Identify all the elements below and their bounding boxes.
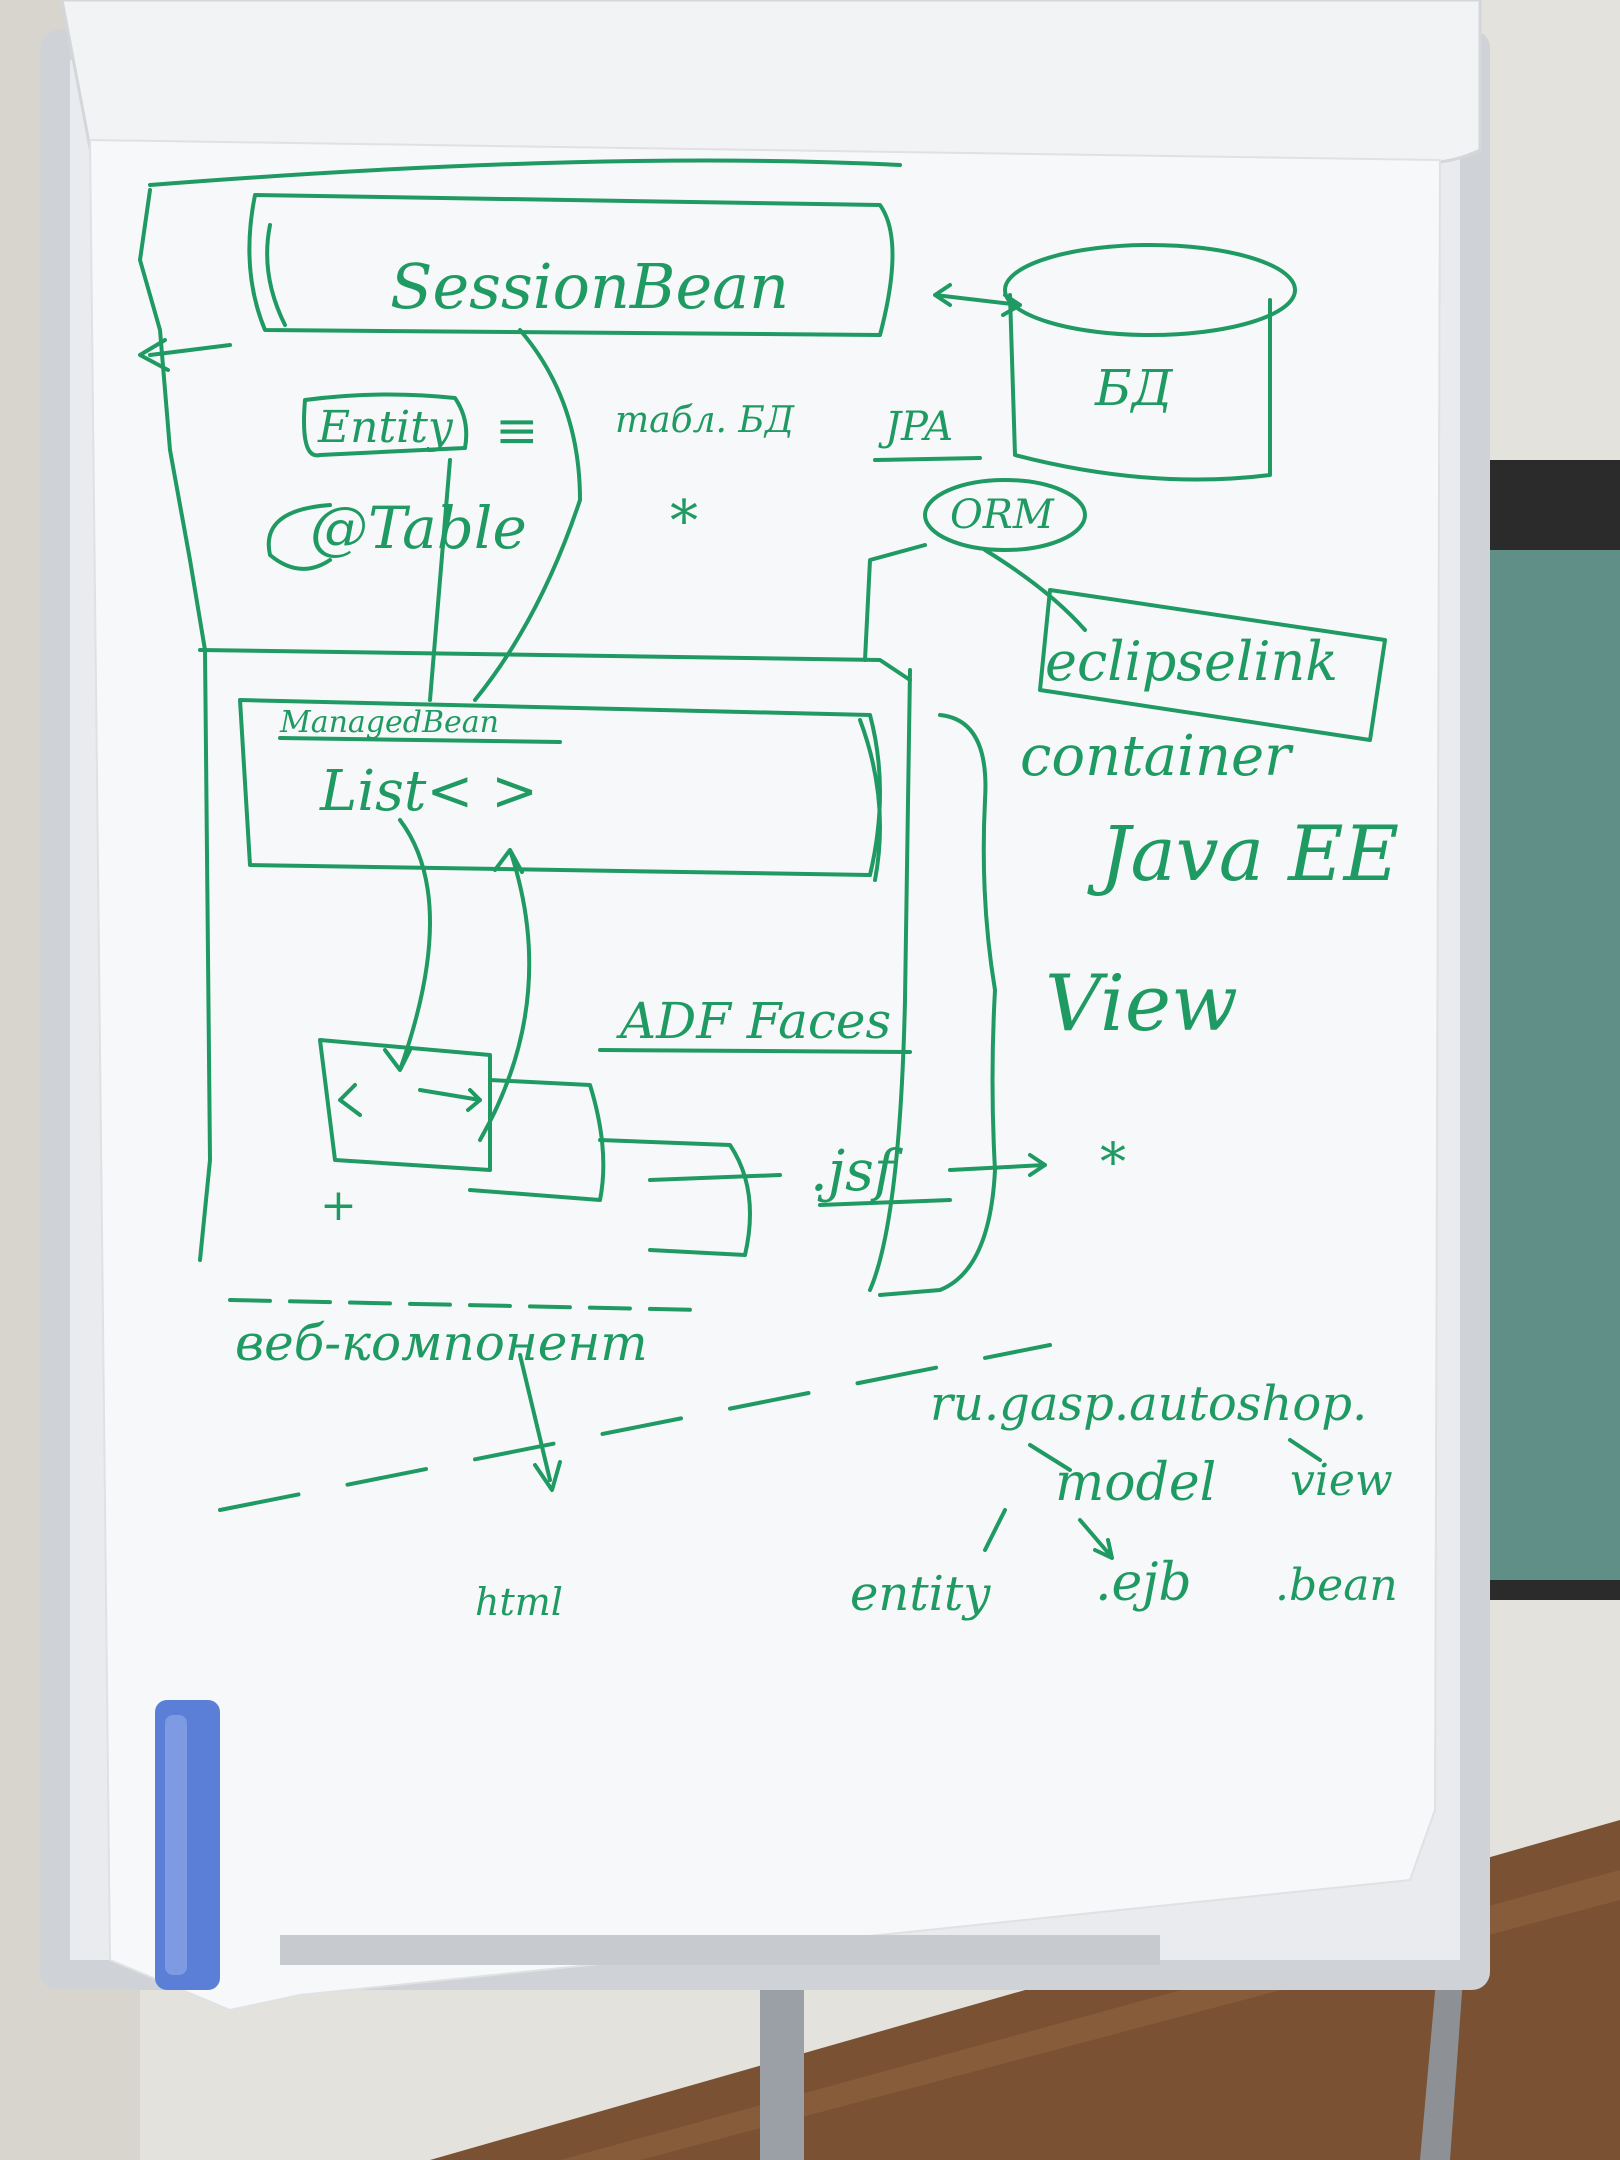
- view-page-arrow: [338, 1083, 362, 1117]
- label-list: List< >: [319, 759, 538, 824]
- label-plus: +: [320, 1180, 357, 1231]
- line-session-managed: [473, 328, 582, 702]
- line-orm-eclipselink: [983, 548, 1087, 632]
- ink-strokes: [138, 158, 1387, 1560]
- label-container: container: [1020, 724, 1294, 789]
- easel-tray: [280, 1935, 1160, 1965]
- label-at-table: @Table: [310, 494, 527, 562]
- jsf-arrow: [648, 1153, 1047, 1182]
- eclipselink-box: [1038, 588, 1387, 742]
- managed-bean-underline: [278, 736, 562, 744]
- label-star-mid: *: [1100, 1133, 1126, 1193]
- adf-underline: [598, 1048, 912, 1054]
- label-ejb: .ejb: [1095, 1553, 1192, 1613]
- label-database: БД: [1094, 359, 1174, 417]
- label-bean: .bean: [1275, 1560, 1398, 1611]
- tree-arrow-entity: [983, 1508, 1007, 1552]
- divider-dashed-1: [228, 1298, 702, 1312]
- arrow-left-session: [138, 338, 232, 372]
- orm-ellipse: [923, 478, 1087, 552]
- session-bean-box: [247, 193, 895, 337]
- tree-arrow-model: [1028, 1443, 1072, 1472]
- tree-arrow-ejb: [1078, 1518, 1114, 1560]
- line-entity-managed: [428, 458, 452, 702]
- label-table-db: табл. БД: [615, 400, 795, 441]
- label-eclipselink: eclipselink: [1045, 630, 1338, 693]
- at-table-loop: [266, 503, 332, 571]
- arrow-view-list: [478, 848, 532, 1142]
- db-cylinder-body: [1008, 293, 1272, 482]
- session-bean-box-inner: [265, 223, 287, 327]
- label-orm: ORM: [950, 492, 1055, 538]
- label-entity-pkg: entity: [850, 1566, 991, 1622]
- label-jpa: JPA: [878, 404, 953, 450]
- view-brace: [878, 713, 997, 1297]
- container-right-line: [868, 668, 912, 1292]
- tree-arrow-view: [1288, 1438, 1322, 1462]
- easel-pole: [760, 1960, 804, 2160]
- marker-clip: [155, 1700, 220, 1990]
- line-orm-left: [863, 543, 927, 662]
- side-board-surface: [1485, 550, 1620, 1580]
- top-frame-stroke: [148, 158, 902, 187]
- container-top-line: [198, 648, 912, 682]
- outer-frame-stroke: [138, 188, 212, 1262]
- marker-clip-highlight: [165, 1715, 187, 1975]
- view-page-box: [318, 1038, 492, 1172]
- label-java-ee: Java EE: [1087, 809, 1399, 898]
- second-page-box: [598, 1138, 752, 1257]
- web-arrow: [518, 1353, 562, 1492]
- db-cylinder-top: [1003, 243, 1297, 337]
- label-view-pkg: view: [1290, 1455, 1393, 1506]
- label-web-component: веб-компонент: [235, 1314, 648, 1372]
- label-entity: Entity: [317, 402, 454, 453]
- view-page-box-back: [468, 1078, 606, 1202]
- label-view: View: [1045, 959, 1238, 1049]
- label-html: html: [475, 1580, 563, 1624]
- label-adf-faces: ADF Faces: [616, 992, 891, 1050]
- managed-bean-box-double: [858, 718, 882, 882]
- view-page-arrow-2: [418, 1088, 482, 1112]
- jpa-underline: [873, 456, 982, 462]
- label-session-bean: SessionBean: [390, 250, 789, 323]
- label-package: ru.gasp.autoshop.: [930, 1376, 1367, 1432]
- divider-dashed-2: [218, 1343, 1052, 1512]
- label-managed-bean: ManagedBean: [279, 705, 499, 740]
- jsf-underline: [818, 1198, 952, 1207]
- label-model: model: [1055, 1453, 1216, 1513]
- label-jsf: .jsf: [810, 1139, 904, 1204]
- label-equals: ≡: [495, 401, 539, 461]
- label-star-top: *: [670, 489, 698, 554]
- arrow-list-view: [383, 818, 432, 1072]
- entity-box: [302, 392, 469, 458]
- paper-roll: [60, 0, 1482, 165]
